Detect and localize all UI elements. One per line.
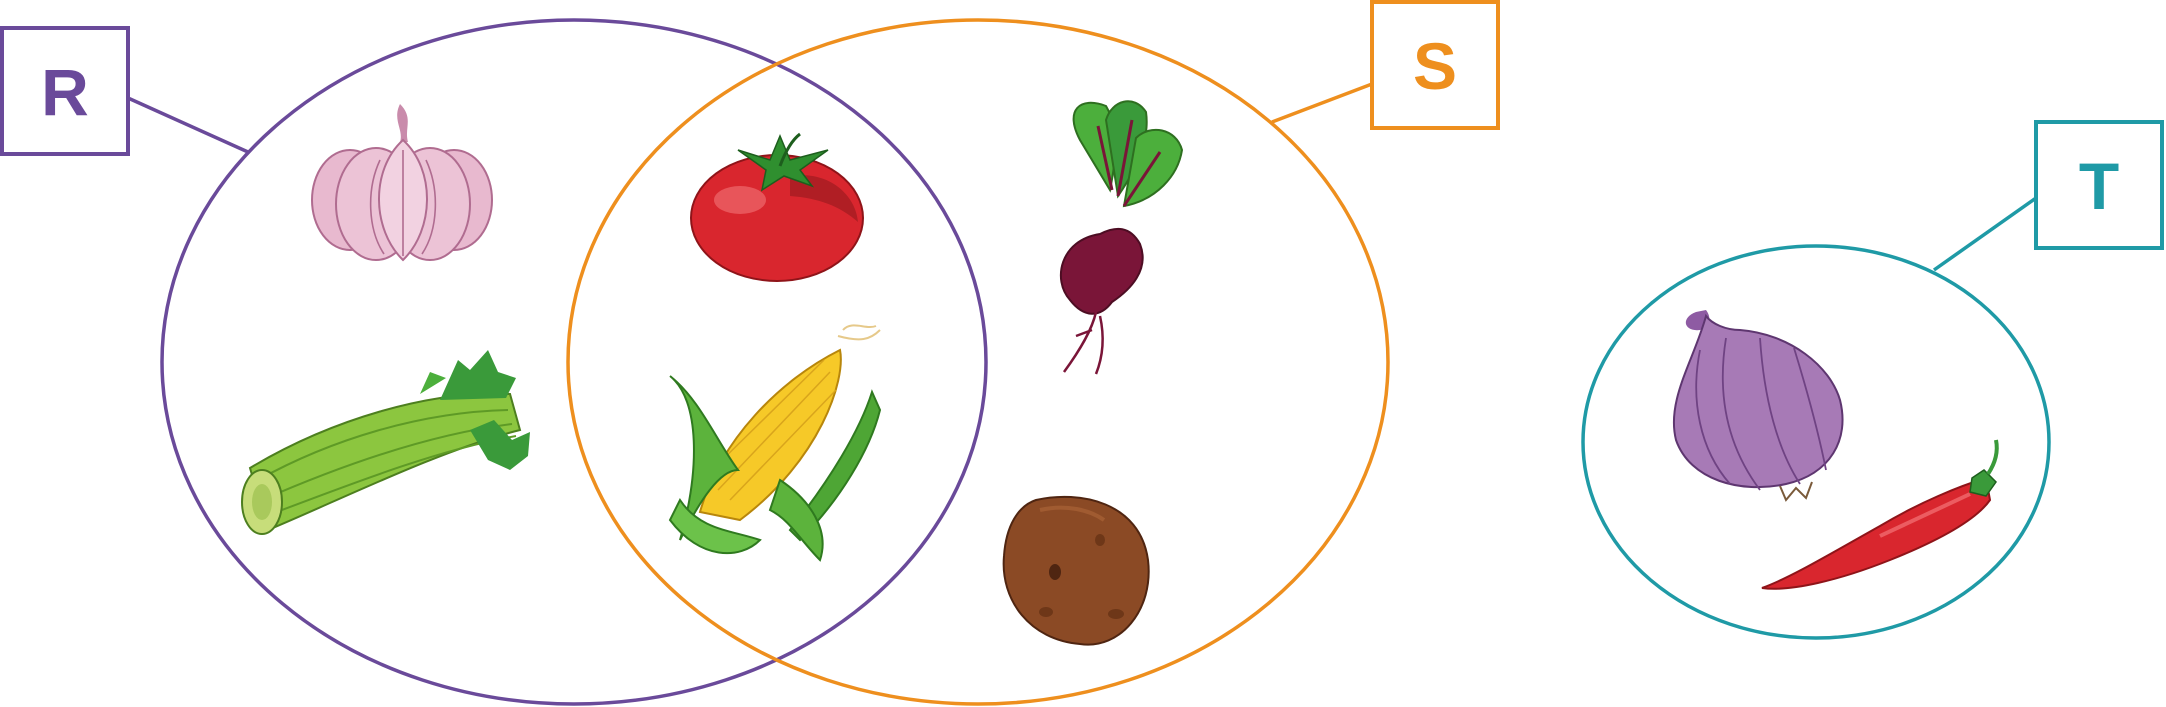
- onion-icon: [1672, 310, 1844, 502]
- potato-icon: [1002, 495, 1150, 646]
- beetroot-icon: [1059, 100, 1184, 375]
- set-r-label: R: [41, 55, 89, 129]
- set-r: R: [0, 18, 988, 706]
- set-t: T: [1581, 120, 2164, 640]
- set-t-circle: [1581, 244, 2051, 640]
- set-r-connector: [127, 96, 249, 154]
- set-t-label-box: [2034, 120, 2164, 250]
- tomato-icon: [690, 132, 864, 282]
- set-t-label: T: [2079, 149, 2119, 223]
- set-s-connector: [1271, 82, 1373, 124]
- set-s-label-box: [1370, 0, 1500, 130]
- set-s: S: [566, 0, 1500, 706]
- set-r-label-box: [0, 26, 130, 156]
- set-r-circle: [160, 18, 988, 706]
- celery-icon: [241, 350, 530, 535]
- chili-pepper-icon: [1761, 439, 1999, 590]
- set-t-connector: [1932, 196, 2038, 272]
- garlic-icon: [311, 104, 493, 262]
- set-s-circle: [566, 18, 1390, 706]
- set-s-label: S: [1413, 29, 1457, 103]
- corn-icon: [668, 324, 882, 562]
